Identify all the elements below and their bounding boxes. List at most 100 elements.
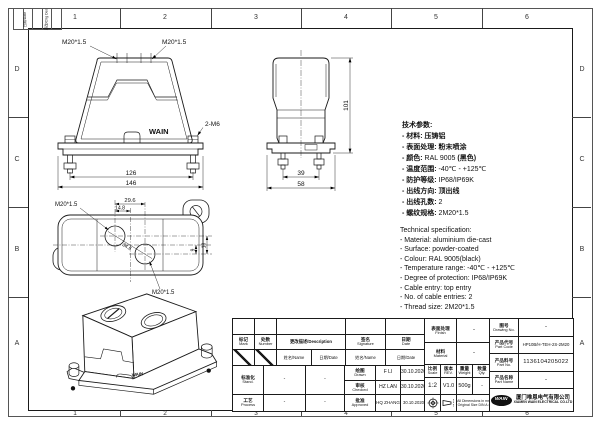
dim-39: 39: [297, 170, 305, 177]
qty-value: -: [473, 378, 491, 394]
dim-14-8: 14.8: [115, 206, 125, 212]
zone-row-label: A: [579, 340, 585, 347]
zone-col-label: 3: [254, 410, 258, 417]
tech-spec-en: Technical specification: - Material: alu…: [400, 227, 516, 311]
iso-bolt: [68, 362, 80, 369]
company-block: WAIN 厦门唯恩电气有限公司 XIAMEN WAIN ELECTRICAL C…: [490, 389, 573, 411]
zone-col-label: 6: [525, 14, 529, 21]
zone-col-label: 2: [163, 410, 167, 417]
thread-label: M20*1.5: [162, 39, 187, 46]
zone-row-label: C: [579, 156, 585, 163]
zone-row-label: D: [579, 66, 585, 73]
side-view: 101 39 58: [253, 34, 363, 196]
dim-58: 58: [297, 181, 305, 188]
isometric-view: WAIN: [33, 288, 231, 408]
drawn-date: 30.10.2020: [401, 366, 426, 380]
dim-9: 9: [191, 248, 197, 251]
description-header: 更改描述/Description: [277, 335, 345, 349]
process-name: -: [264, 395, 305, 411]
zone-col-label: 5: [434, 14, 438, 21]
iso-cable-hole: [140, 312, 167, 329]
drawing-no-value: -: [519, 319, 573, 336]
spec-title-cn: 技术参数:: [402, 122, 433, 129]
approved-name: HQ ZHANG: [376, 395, 400, 411]
finish-value: -: [457, 319, 491, 342]
side-view-outline: [266, 50, 353, 191]
iso-outline: [66, 293, 218, 395]
checked-name: HZ LAN: [376, 381, 400, 394]
cone-symbol-icon: [441, 395, 456, 411]
drawn-name: F LI: [376, 366, 400, 380]
zone-row-label: C: [14, 156, 20, 163]
iso-bolt: [201, 343, 213, 351]
dimensions-note: All Dimensions in mm Original Size DIN A…: [457, 395, 491, 411]
part-name-value: -: [519, 372, 573, 388]
zone-col-label: 4: [344, 14, 348, 21]
zone-col-label: 5: [434, 410, 438, 417]
zone-col-label: 4: [344, 410, 348, 417]
zone-row-label: B: [14, 246, 20, 253]
thread-label: M20*1.5: [55, 202, 78, 208]
dim-29-6: 29.6: [124, 198, 135, 204]
thread-label: M20*1.5: [62, 39, 87, 46]
top-dimensions: [79, 202, 209, 290]
cable-entry-hole: [134, 243, 156, 265]
rev-value: V1.0: [441, 378, 456, 394]
front-dimensions: [57, 156, 204, 190]
part-no-value: 1136104205022: [519, 354, 573, 371]
dim-34-6: 34.6: [121, 242, 133, 252]
standardized-name: -: [264, 366, 305, 394]
company-name-en: XIAMEN WAIN ELECTRICAL CO.LTD: [513, 400, 573, 405]
company-name-cn: 厦门唯恩电气有限公司: [516, 394, 570, 401]
wain-logo: WAIN: [490, 394, 512, 406]
brand-text: WAIN: [132, 371, 144, 377]
zone-col-label: 6: [525, 410, 529, 417]
front-leaders: [89, 45, 204, 136]
zone-col-label: 2: [163, 14, 167, 21]
standardized-date: -: [306, 366, 344, 394]
top-view-outline: [52, 199, 212, 290]
tech-spec-cn: 技术参数: - 材料: 压铸铝 - 表面处理: 粉末喷涂 - 颜色: RAL 9…: [402, 122, 487, 217]
corner-change-label: 更改/Chg Des: [44, 8, 49, 31]
centerlines: [53, 200, 212, 282]
zone-col-label: 3: [254, 14, 258, 21]
corner-date-label: 日期/Date: [23, 11, 28, 28]
part-code-value: HP10B/H-TEH-2S-2M20: [519, 337, 573, 353]
front-view-outline: [57, 45, 204, 190]
brand-text: WAIN: [149, 127, 169, 136]
process-date: -: [306, 395, 344, 411]
zone-col-label: 1: [73, 14, 77, 21]
front-bolts: [63, 135, 200, 174]
scale-value: 1:2: [425, 378, 440, 394]
dim-101: 101: [343, 100, 350, 111]
front-view: M20*1.5 M20*1.5 2-M6 WAIN 126 146: [50, 34, 250, 196]
zone-row-label: B: [579, 246, 585, 253]
iso-cable-hole: [100, 305, 127, 322]
bolt-callout: 2-M6: [205, 121, 220, 128]
spec-title-en: Technical specification:: [400, 227, 472, 234]
side-dimensions: [266, 57, 353, 191]
checked-date: 30.10.2020: [401, 381, 426, 394]
zone-row-label: A: [14, 340, 20, 347]
thread-label: M20*1.5: [152, 290, 175, 296]
approved-date: 30.10.2020: [401, 395, 426, 411]
